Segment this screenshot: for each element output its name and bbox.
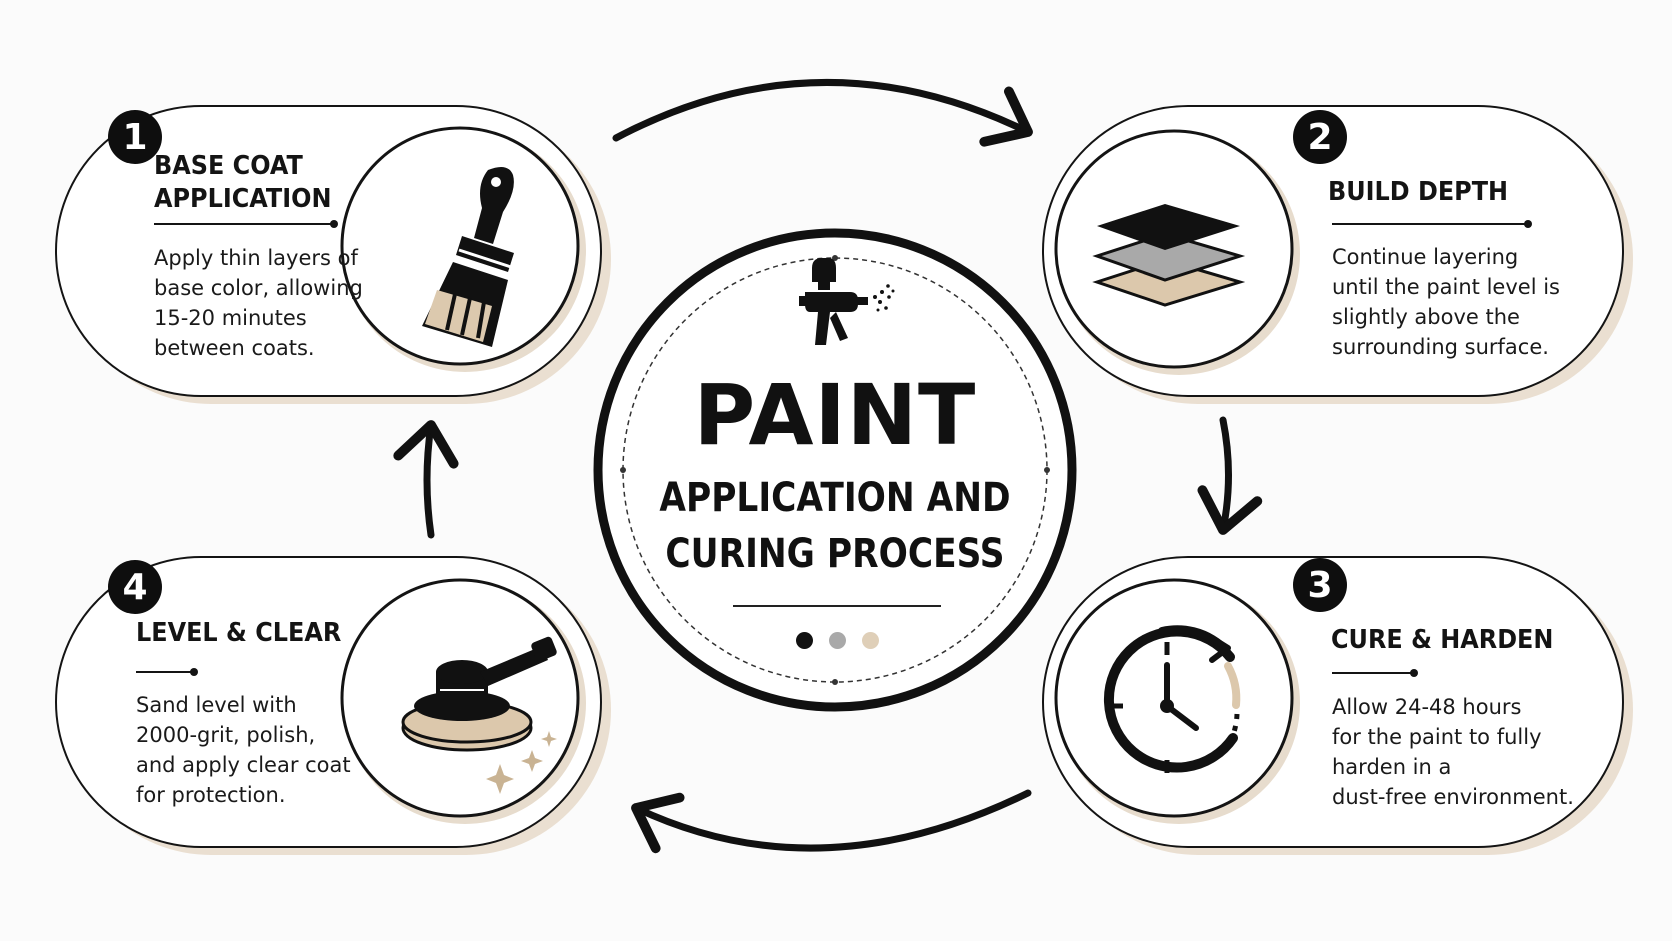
step-number-badge-4: 4 (108, 560, 162, 614)
indicator-dots (796, 632, 879, 649)
step-description-3: Allow 24-48 hours for the paint to fully… (1332, 695, 1574, 809)
step-divider-2 (1332, 220, 1532, 228)
center-hub (593, 228, 1077, 712)
indicator-dot (796, 632, 813, 649)
step-number-badge-3: 3 (1293, 558, 1347, 612)
step-description-2: Continue layering until the paint level … (1332, 245, 1560, 359)
step-number-badge-2: 2 (1293, 110, 1347, 164)
orbital-polisher-icon (401, 636, 557, 794)
arrow-step2-to-step3 (1197, 416, 1263, 535)
step-card-3 (1042, 556, 1633, 855)
layers-icon (1092, 204, 1246, 307)
arrow-step1-to-step2 (612, 79, 1033, 147)
paint-brush-icon (422, 166, 514, 347)
diagram-subtitle: APPLICATION AND CURING PROCESS (659, 475, 1011, 577)
clock-icon (1103, 625, 1241, 773)
step-number-badge-1: 1 (108, 110, 162, 164)
step-card-4 (55, 556, 611, 855)
spray-gun-icon (799, 258, 895, 345)
step-title-2: BUILD DEPTH (1328, 177, 1509, 207)
step-description-1: Apply thin layers of base color, allowin… (154, 246, 363, 360)
step-divider-4 (136, 668, 198, 676)
diagram-title: PAINT (693, 366, 977, 464)
step-divider-1 (154, 220, 338, 228)
step-title-4: LEVEL & CLEAR (136, 618, 342, 648)
center-divider (733, 605, 941, 607)
step-title-1: BASE COAT APPLICATION (154, 151, 332, 214)
step-card-2 (1042, 105, 1633, 404)
step-divider-3 (1332, 669, 1418, 677)
arrow-step3-to-step4 (631, 789, 1032, 854)
indicator-dot (829, 632, 846, 649)
arrow-step4-to-step1 (393, 420, 459, 539)
indicator-dot (862, 632, 879, 649)
step-description-4: Sand level with 2000-grit, polish, and a… (136, 693, 351, 807)
step-title-3: CURE & HARDEN (1331, 625, 1554, 655)
